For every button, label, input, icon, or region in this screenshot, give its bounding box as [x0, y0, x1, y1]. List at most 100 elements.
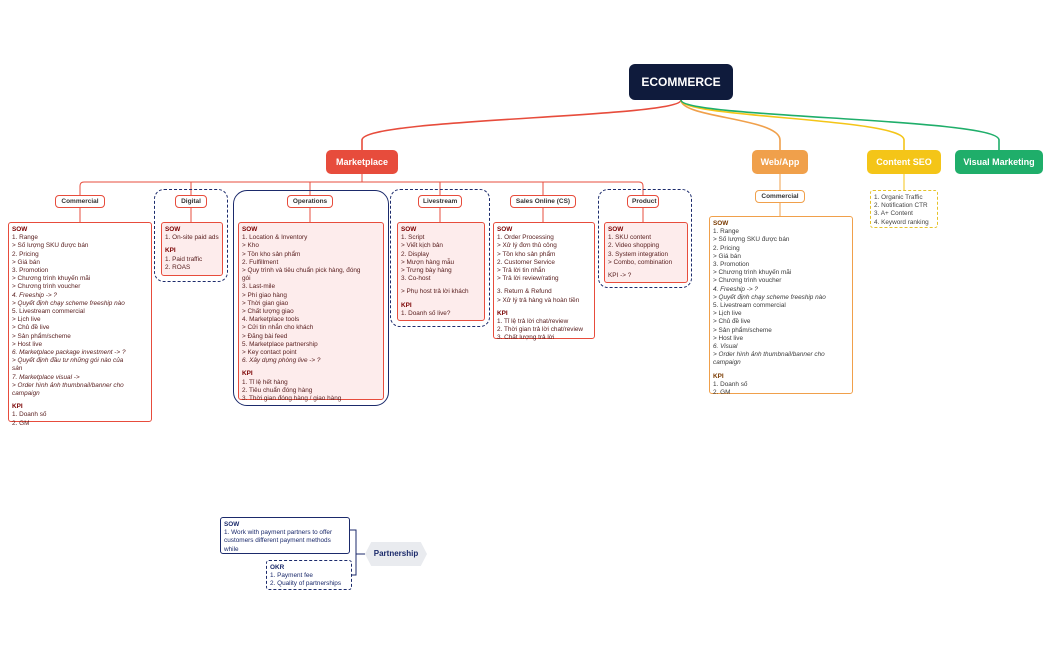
root-node[interactable]: ECOMMERCE	[629, 64, 733, 100]
detail-line: > Chương trình voucher	[12, 283, 81, 291]
partnership-node[interactable]: Partnership	[365, 542, 427, 566]
detail-line: while	[224, 545, 239, 553]
detail-line: > Thời gian giao	[242, 299, 289, 307]
digital-node[interactable]: Digital	[175, 195, 207, 208]
commercial-node[interactable]: Commercial	[55, 195, 105, 208]
detail-line: > Quy trình và tiêu chuẩn pick hàng, đón…	[242, 267, 361, 275]
detail-line: 1. Organic Traffic	[874, 194, 923, 201]
detail-line: KPI -> ?	[608, 272, 632, 280]
detail-line: > Lịch live	[713, 310, 742, 318]
detail-line: > Host live	[713, 334, 744, 342]
detail-line: 3. Chất lượng trả lời	[497, 334, 555, 342]
section-heading: KPI	[713, 372, 724, 380]
detail-line: 2. Tiêu chuẩn đóng hàng	[242, 386, 313, 394]
section-heading: KPI	[401, 301, 412, 309]
detail-line: 1. Work with payment partners to offer	[224, 529, 333, 537]
detail-line: > Tồn kho sản phẩm	[497, 250, 556, 258]
detail-line: 1. Doanh số	[713, 380, 748, 388]
detail-line: > Số lượng SKU được bán	[12, 242, 89, 250]
detail-line: 4. Freeship -> ?	[713, 285, 758, 293]
webapp-node[interactable]: Web/App	[752, 150, 808, 174]
detail-line: 1. Tỉ lệ hết hàng	[242, 378, 288, 386]
section-heading: SOW	[12, 226, 28, 233]
detail-line: > Xử lý trả hàng và hoàn tiền	[497, 296, 580, 304]
detail-line: 3. Promotion	[12, 267, 49, 275]
detail-line: > Chủ đề live	[713, 318, 751, 326]
detail-line: campaign	[713, 359, 741, 367]
product-node[interactable]: Product	[627, 195, 659, 208]
visual-marketing-node[interactable]: Visual Marketing	[955, 150, 1043, 174]
detail-line: > Đăng bài feed	[242, 332, 288, 340]
section-heading: SOW	[224, 521, 240, 528]
detail-line: 3. System integration	[608, 250, 669, 258]
livestream-group-outline	[390, 189, 490, 327]
detail-line: > Chương trình khuyến mãi	[713, 269, 792, 277]
section-heading: KPI	[242, 370, 253, 378]
detail-line: 7. Marketplace visual ->	[12, 373, 80, 381]
content-seo-node[interactable]: Content SEO	[867, 150, 941, 174]
section-heading: SOW	[242, 226, 258, 233]
livestream-node[interactable]: Livestream	[418, 195, 462, 208]
detail-line: > Phí giao hàng	[242, 291, 287, 299]
section-heading: SOW	[165, 226, 181, 233]
detail-line: 1. Doanh số	[12, 411, 47, 419]
detail-line: > Xử lý đơn thủ công	[497, 242, 557, 250]
detail-line: > Sản phẩm/scheme	[12, 332, 71, 340]
detail-line: > Cửi tin nhắn cho khách	[242, 324, 314, 332]
section-heading: SOW	[713, 220, 729, 227]
detail-line: > Giá bán	[713, 252, 741, 260]
sales-online-node[interactable]: Sales Online (CS)	[510, 195, 576, 208]
detail-line: 2. Customer Service	[497, 258, 555, 266]
detail-line: > Kho	[242, 242, 259, 250]
detail-line: 1. On-site paid ads	[165, 234, 219, 242]
detail-line: sàn	[12, 365, 23, 373]
operations-node[interactable]: Operations	[287, 195, 333, 208]
detail-line: > Combo, combination	[608, 258, 673, 266]
detail-line: 1. Payment fee	[270, 572, 313, 580]
detail-line: > Quyết định đầu tư những gói nào của	[12, 357, 124, 365]
operations-group-outline	[233, 190, 389, 406]
detail-line: 3. A+ Content	[874, 210, 913, 218]
detail-line: 1. Range	[713, 228, 739, 236]
detail-line: 6. Visual	[713, 343, 738, 351]
detail-line: 1. Doanh số live?	[401, 309, 451, 317]
detail-line: > Key contact point	[242, 349, 297, 357]
detail-line: 2. GM	[713, 389, 731, 397]
detail-line: > Lịch live	[12, 316, 41, 324]
detail-line: 1. Tỉ lệ trả lời chat/review	[497, 318, 569, 326]
detail-line: 5. Marketplace partnership	[242, 340, 318, 348]
detail-line: 2. Display	[401, 250, 430, 258]
detail-line: > Quyết định chạy scheme freeship nào	[713, 293, 826, 301]
marketplace-node[interactable]: Marketplace	[326, 150, 398, 174]
detail-line: customers different payment methods	[224, 537, 331, 545]
detail-line: gói	[242, 275, 251, 283]
detail-line: 1. Paid traffic	[165, 255, 203, 263]
detail-line: > Viết kịch bản	[401, 242, 443, 250]
detail-line: 1. Range	[12, 234, 38, 242]
detail-line: > Số lượng SKU được bán	[713, 236, 790, 244]
detail-line: > Trả lời tin nhắn	[497, 267, 546, 275]
detail-line: 1. Order Processing	[497, 234, 554, 242]
section-heading: KPI	[165, 247, 176, 255]
section-heading: SOW	[608, 226, 624, 233]
webapp-commercial-node[interactable]: Commercial	[755, 190, 805, 203]
detail-line: 4. Freeship -> ?	[12, 291, 57, 299]
detail-line: 3. Co-host	[401, 275, 431, 283]
section-heading: SOW	[497, 226, 513, 233]
detail-line: 2. GM	[12, 419, 30, 427]
detail-line: > Chương trình voucher	[713, 277, 782, 285]
detail-line: > Trưng bày hàng	[401, 267, 452, 275]
detail-line: 2. Quality of partnerships	[270, 580, 342, 588]
detail-line: 2. Notification CTR	[874, 202, 928, 210]
detail-line: 2. Thời gian trả lời chat/review	[497, 326, 584, 334]
detail-line: 2. Video shopping	[608, 242, 660, 250]
